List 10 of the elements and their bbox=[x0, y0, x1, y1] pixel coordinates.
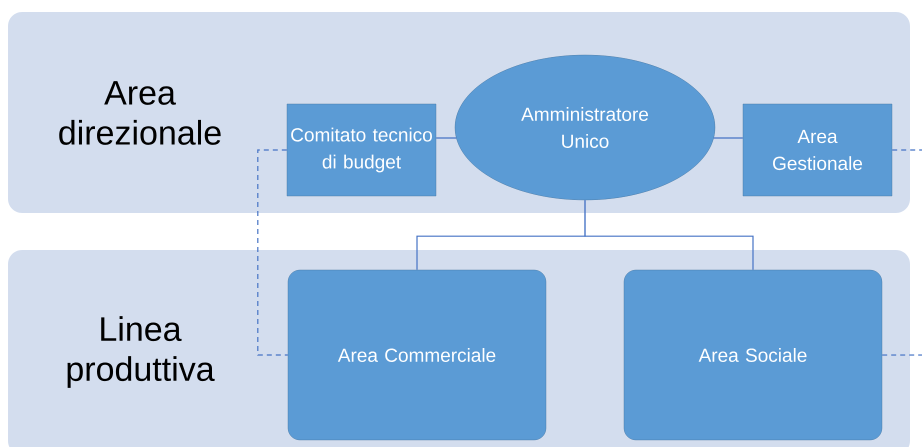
connector-line bbox=[257, 149, 288, 356]
connector-line bbox=[436, 137, 456, 139]
process-box: Area Commerciale bbox=[288, 270, 546, 440]
connector-line bbox=[882, 354, 922, 356]
connector-line bbox=[892, 149, 922, 151]
process-box: Area Sociale bbox=[624, 270, 882, 440]
process-box: Comitato tecnico di budget bbox=[286, 104, 436, 196]
process-box: Area Gestionale bbox=[742, 104, 892, 196]
connector-line bbox=[714, 137, 743, 139]
connector-line bbox=[584, 200, 754, 270]
